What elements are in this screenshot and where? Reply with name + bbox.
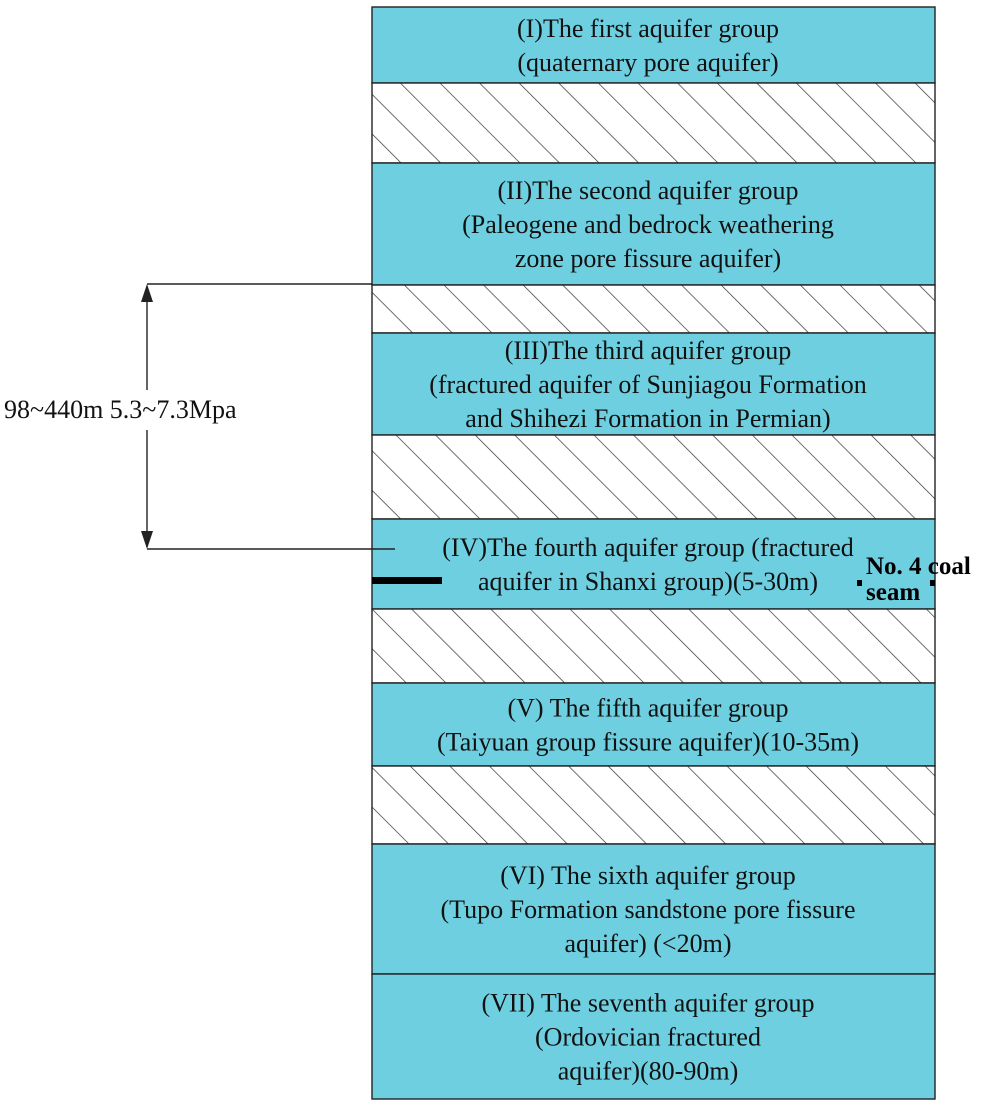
dimension-arrow-up-icon (141, 284, 153, 302)
layer-label-line: zone pore fissure aquifer) (515, 244, 781, 273)
aquifer-layer: (II)The second aquifer group (Paleogene a… (371, 162, 936, 286)
coal-seam-marker-right (930, 580, 935, 586)
coal-seam-label: No. 4 coal (866, 553, 971, 580)
layer-label-line: (Paleogene and bedrock weathering (462, 210, 834, 239)
layer-label-line: (fractured aquifer of Sunjiagou Formatio… (429, 370, 867, 399)
aquifer-box (371, 518, 936, 610)
layer-label-line: (VII) The seventh aquifer group (481, 989, 814, 1018)
hatched-aquiclude (371, 82, 936, 164)
layer-label-line: (Tupo Formation sandstone pore fissure (440, 895, 855, 924)
aquiclude-layer (371, 765, 936, 845)
layer-label-line: (II)The second aquifer group (497, 176, 798, 205)
aquifer-box (371, 843, 936, 975)
layer-label-line: aquifer in Shanxi group)(5-30m) (478, 567, 818, 596)
dimension-arrow-down-icon (141, 531, 153, 549)
hatched-aquiclude (371, 284, 936, 334)
aquiclude-layer (371, 434, 936, 520)
hatched-aquiclude (371, 765, 936, 845)
dimension-label: 98~440m 5.3~7.3Mpa (4, 395, 237, 424)
dimension-marker: 98~440m 5.3~7.3Mpa (0, 283, 395, 550)
aquiclude-layer (371, 284, 936, 334)
layer-label-line: (I)The first aquifer group (517, 14, 779, 43)
aquifer-layer: (III)The third aquifer group (fractured a… (371, 332, 936, 436)
hatched-aquiclude (371, 434, 936, 520)
coal-seam-bar (372, 577, 442, 584)
aquifer-box (371, 332, 936, 436)
aquifer-layer: (IV)The fourth aquifer group (fractured a… (371, 518, 936, 610)
coal-seam-label-line2: seam (866, 579, 920, 606)
layer-label-line: (IV)The fourth aquifer group (fractured (442, 533, 853, 562)
layer-label-line: (quaternary pore aquifer) (517, 48, 778, 77)
aquiclude-layer (371, 608, 936, 684)
layer-label-line: (V) The fifth aquifer group (507, 694, 788, 723)
strata-column: (I)The first aquifer group (quaternary po… (371, 6, 936, 1100)
layer-label-line: aquifer)(80-90m) (558, 1057, 738, 1086)
hatched-aquiclude (371, 608, 936, 684)
aquifer-box (371, 682, 936, 767)
aquifer-layer: (VI) The sixth aquifer group (Tupo Format… (371, 843, 936, 975)
aquifer-box (371, 973, 936, 1100)
aquifer-layer: (VII) The seventh aquifer group (Ordovici… (371, 973, 936, 1100)
aquifer-layer: (V) The fifth aquifer group (Taiyuan grou… (371, 682, 936, 767)
coal-seam-marker-left (857, 580, 862, 586)
aquifer-box (371, 6, 936, 84)
aquiclude-layer (371, 82, 936, 164)
aquifer-layer: (I)The first aquifer group (quaternary po… (371, 6, 936, 84)
layer-label-line: (VI) The sixth aquifer group (500, 861, 796, 890)
layer-label-line: (III)The third aquifer group (505, 336, 792, 365)
coal-seam: No. 4 coal seam (372, 553, 971, 606)
aquifer-box (371, 162, 936, 286)
layer-label-line: (Ordovician fractured (535, 1023, 761, 1052)
layer-label-line: and Shihezi Formation in Permian) (465, 404, 830, 433)
layer-label-line: aquifer) (<20m) (565, 929, 732, 958)
layer-label-line: (Taiyuan group fissure aquifer)(10-35m) (437, 728, 859, 757)
